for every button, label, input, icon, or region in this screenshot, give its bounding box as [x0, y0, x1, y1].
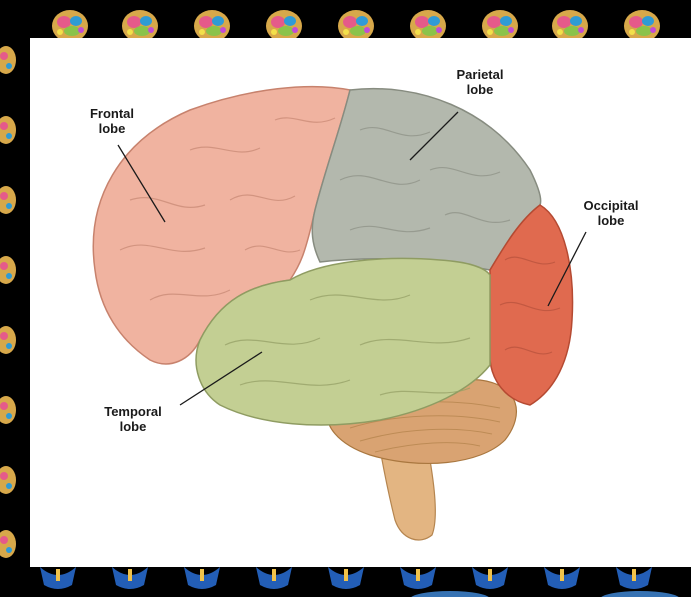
label-parietal-lobe: Parietal lobe	[440, 67, 520, 97]
border-bottom-strip	[0, 567, 691, 597]
border-left-strip	[0, 38, 30, 567]
border-left-icons	[0, 38, 30, 567]
label-frontal-lobe: Frontal lobe	[72, 106, 152, 136]
label-occipital-lobe: Occipital lobe	[566, 198, 656, 228]
border-top-strip	[0, 0, 691, 38]
border-top-icons	[0, 0, 691, 38]
border-bottom-icons	[0, 567, 691, 597]
label-temporal-lobe: Temporal lobe	[88, 404, 178, 434]
diagram-panel: Frontal lobe Parietal lobe Occipital lob…	[30, 38, 691, 567]
